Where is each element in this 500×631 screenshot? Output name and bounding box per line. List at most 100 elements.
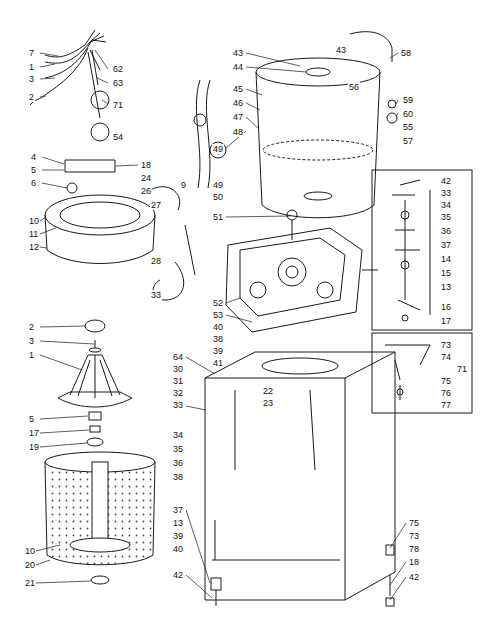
callout-number: 16 <box>440 302 452 312</box>
callout-number: 39 <box>212 346 224 356</box>
callout-number: 53 <box>212 310 224 320</box>
callout-number: 17 <box>28 428 40 438</box>
callout-number: 9 <box>180 180 187 190</box>
callout-number: 13 <box>440 282 452 292</box>
callout-number: 73 <box>440 340 452 350</box>
callout-number: 59 <box>402 95 414 105</box>
callout-number: 75 <box>408 518 420 528</box>
callout-number: 73 <box>408 531 420 541</box>
callout-number: 2 <box>28 92 35 102</box>
callout-number: 40 <box>212 322 224 332</box>
callout-number: 1 <box>28 350 35 360</box>
callout-number: 41 <box>212 358 224 368</box>
callout-number: 31 <box>172 376 184 386</box>
callout-number: 4 <box>30 152 37 162</box>
callout-number: 40 <box>172 544 184 554</box>
inset-frames <box>372 170 472 413</box>
callout-number: 50 <box>212 192 224 202</box>
transmission-plate <box>226 210 378 332</box>
callout-number: 26 <box>140 186 152 196</box>
callout-number: 34 <box>172 430 184 440</box>
callout-number: 5 <box>28 414 35 424</box>
callout-number: 34 <box>440 200 452 210</box>
callout-number: 37 <box>440 240 452 250</box>
callout-number: 78 <box>408 544 420 554</box>
callout-number: 62 <box>112 64 124 74</box>
callout-number: 28 <box>150 256 162 266</box>
callout-number: 63 <box>112 78 124 88</box>
callout-number: 77 <box>440 400 452 410</box>
callout-number: 44 <box>232 62 244 72</box>
callout-number: 49 <box>212 180 224 190</box>
callout-number: 2 <box>28 322 35 332</box>
callout-number: 32 <box>172 388 184 398</box>
callout-number: 47 <box>232 112 244 122</box>
callout-number: 75 <box>440 376 452 386</box>
callout-number: 18 <box>140 160 152 170</box>
spin-basket <box>45 452 155 584</box>
callout-number: 39 <box>172 531 184 541</box>
callout-number: 15 <box>440 268 452 278</box>
callout-number: 23 <box>262 398 274 408</box>
callout-number: 35 <box>172 444 184 454</box>
callout-number: 42 <box>440 176 452 186</box>
callout-number: 1 <box>28 62 35 72</box>
outer-tub <box>194 32 397 218</box>
callout-number: 51 <box>212 212 224 222</box>
callout-number: 45 <box>232 84 244 94</box>
callout-number: 37 <box>172 505 184 515</box>
callout-number: 33 <box>172 400 184 410</box>
callout-number: 10 <box>24 546 36 556</box>
callout-number: 49 <box>212 144 224 154</box>
callout-number: 33 <box>150 290 162 300</box>
callout-number: 48 <box>232 127 244 137</box>
callout-number: 42 <box>172 570 184 580</box>
callout-number: 11 <box>28 229 39 239</box>
callout-number: 38 <box>212 334 224 344</box>
callout-number: 19 <box>28 442 40 452</box>
callout-number: 21 <box>24 578 36 588</box>
callout-number: 13 <box>172 518 184 528</box>
callout-number: 52 <box>212 298 224 308</box>
callout-number: 3 <box>28 74 35 84</box>
callout-number: 7 <box>28 48 35 58</box>
callout-number: 56 <box>348 82 360 92</box>
callout-number: 35 <box>440 212 452 222</box>
callout-number: 46 <box>232 98 244 108</box>
callout-number: 74 <box>440 352 452 362</box>
callout-number: 12 <box>28 242 40 252</box>
callout-number: 14 <box>440 254 452 264</box>
callout-number: 17 <box>440 316 452 326</box>
callout-number: 36 <box>440 226 452 236</box>
callout-number: 22 <box>262 386 274 396</box>
tub-ring <box>45 160 195 300</box>
callout-number: 71 <box>456 364 468 374</box>
callout-number: 43 <box>232 48 244 58</box>
callout-number: 27 <box>150 200 162 210</box>
callout-number: 38 <box>172 472 184 482</box>
callout-number: 55 <box>402 122 414 132</box>
callout-number: 24 <box>140 173 152 183</box>
callout-number: 60 <box>402 109 414 119</box>
callout-number: 64 <box>172 352 184 362</box>
callout-number: 71 <box>112 100 124 110</box>
leader-lines <box>36 50 406 600</box>
callout-number: 57 <box>402 136 414 146</box>
callout-number: 42 <box>408 572 420 582</box>
cabinet <box>205 352 395 606</box>
callout-number: 10 <box>28 216 40 226</box>
callout-number: 6 <box>30 178 37 188</box>
agitator <box>58 320 132 446</box>
callout-number: 54 <box>112 132 124 142</box>
wire-harness <box>30 30 109 141</box>
callout-number: 20 <box>24 560 36 570</box>
callout-number: 18 <box>408 557 420 567</box>
callout-number: 5 <box>30 165 37 175</box>
callout-number: 33 <box>440 188 452 198</box>
callout-number: 58 <box>400 48 412 58</box>
callout-number: 36 <box>172 458 184 468</box>
callout-number: 3 <box>28 336 35 346</box>
callout-number: 43 <box>335 45 347 55</box>
